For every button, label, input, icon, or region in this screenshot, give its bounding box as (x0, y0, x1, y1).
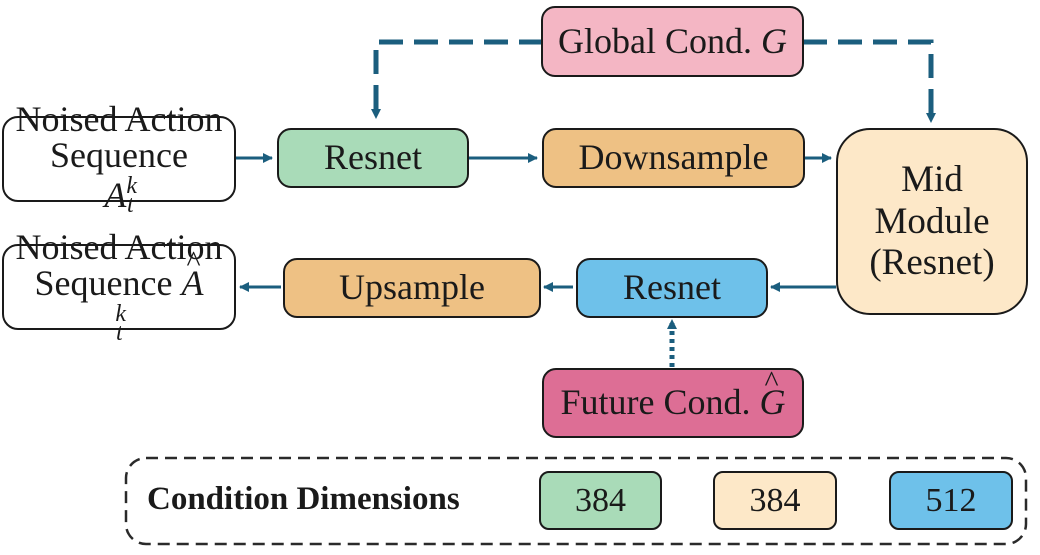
mid-line2: Module (874, 200, 990, 242)
output-symbol: A (181, 247, 203, 302)
input-line1: Noised Action (15, 98, 223, 139)
input-line2: Sequence (50, 135, 188, 176)
resnet-down-box: Resnet (277, 128, 469, 188)
mid-line1: Mid (901, 159, 963, 201)
future-cond-box: Future Cond. G (542, 366, 804, 438)
input-line2-wrap: Sequence Akt (31, 137, 207, 217)
upsample-label: Upsample (339, 267, 485, 308)
legend-value-green: 384 (575, 481, 626, 519)
resnet-up-label: Resnet (623, 267, 721, 308)
legend-swatch-blue: 512 (889, 471, 1013, 530)
future-cond-text: Future Cond. (560, 382, 751, 423)
input-sequence-box: Noised Action Sequence Akt (2, 100, 236, 217)
legend-value-cream: 384 (749, 481, 801, 519)
output-line2-wrap: Sequence Akt (31, 247, 207, 346)
global-to-mid-arrow (803, 39, 936, 123)
legend-swatch-green: 384 (539, 471, 662, 530)
legend-title: Condition Dimensions (147, 481, 460, 517)
global-cond-symbol: G (761, 20, 787, 61)
input-subscript: t (126, 191, 134, 218)
output-superscript: k (115, 300, 126, 327)
output-line2: Sequence (34, 263, 173, 304)
future-cond-symbol: G (760, 366, 786, 422)
global-to-resnet-arrow (371, 39, 543, 119)
downsample-label: Downsample (578, 137, 769, 178)
input-symbol: A (104, 174, 127, 215)
resnet-down-label: Resnet (324, 137, 422, 178)
global-cond-text: Global Cond. (558, 20, 752, 61)
mid-line3: (Resnet) (869, 242, 995, 284)
input-superscript: k (126, 172, 137, 199)
output-sequence-box: Noised Action Sequence Akt (2, 228, 236, 345)
legend-border (124, 456, 1028, 546)
global-cond-box: Global Cond. G (541, 6, 804, 77)
legend-swatch-cream: 384 (713, 471, 837, 530)
output-subscript: t (115, 319, 123, 346)
legend-value-blue: 512 (925, 481, 977, 519)
downsample-box: Downsample (542, 128, 805, 188)
upsample-box: Upsample (283, 258, 541, 318)
mid-module-box: Mid Module (Resnet) (836, 128, 1028, 315)
resnet-up-box: Resnet (576, 258, 768, 318)
